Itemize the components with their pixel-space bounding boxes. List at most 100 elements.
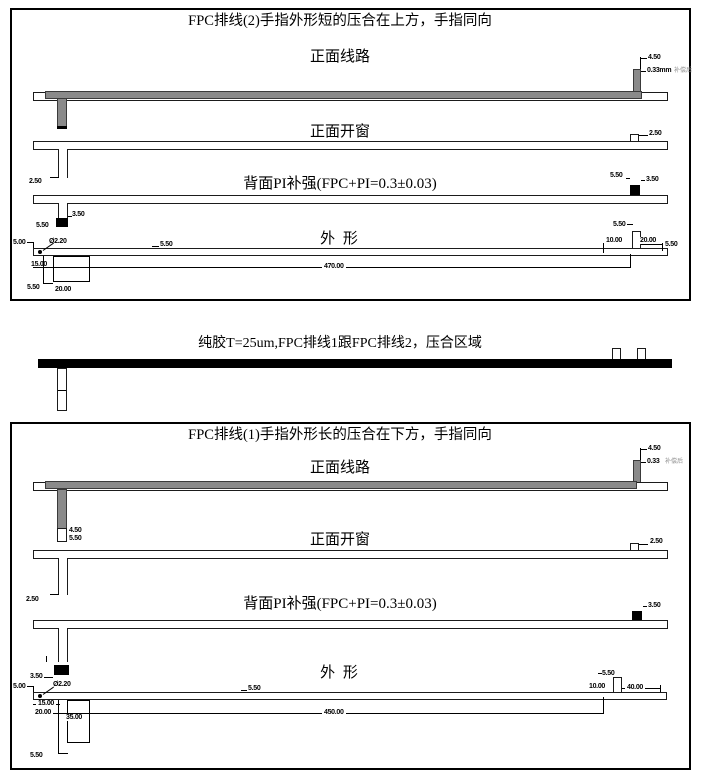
dim-tick bbox=[152, 246, 159, 247]
dim-finger-a: 4.50 bbox=[69, 527, 82, 534]
dim-outline-left-width: 5.00 bbox=[13, 683, 26, 690]
pi-bar bbox=[33, 195, 668, 204]
pi-pad-left bbox=[56, 218, 68, 227]
dim-tick bbox=[641, 58, 647, 59]
dim-line bbox=[641, 244, 662, 245]
dim-window-left: 2.50 bbox=[26, 596, 39, 603]
dim-tick bbox=[598, 673, 602, 674]
dim-circuit-top: 4.50 bbox=[648, 445, 661, 452]
dim-tick bbox=[662, 243, 663, 251]
label-lamination-zone: 纯胶T=25um,FPC排线1跟FPC排线2，压合区域 bbox=[198, 336, 482, 351]
dim-outline-tab-h: 5.50 bbox=[30, 752, 43, 759]
trace-left-finger-long bbox=[57, 489, 67, 529]
lamination-left-tab bbox=[57, 368, 67, 411]
outline-tab-box bbox=[67, 700, 90, 743]
outline-step-line bbox=[43, 256, 44, 284]
dim-outline-offset: 15.00 bbox=[31, 261, 48, 268]
top-panel-title: FPC排线(2)手指外形短的压合在上方，手指同向 bbox=[188, 13, 492, 29]
dim-line bbox=[33, 267, 60, 268]
circuit-trace-bar bbox=[45, 481, 637, 489]
outline-right-tab bbox=[613, 677, 622, 693]
hole-marker bbox=[38, 694, 42, 698]
label-pi-stiffener: 背面PI补强(FPC+PI=0.3±0.03) bbox=[243, 596, 437, 612]
dim-tick bbox=[33, 242, 34, 248]
dim-window-right: 2.50 bbox=[650, 538, 663, 545]
pi-bar bbox=[33, 620, 668, 629]
trace-right-finger bbox=[633, 69, 641, 93]
adhesive-bar bbox=[38, 359, 672, 368]
label-outline: 外 形 bbox=[320, 231, 360, 247]
dim-window-left: 2.50 bbox=[29, 178, 42, 185]
circuit-trace-bar bbox=[45, 91, 642, 99]
outline-tab-box bbox=[53, 256, 90, 282]
dim-outline-tab-h: 5.50 bbox=[27, 284, 40, 291]
bottom-panel-title: FPC排线(1)手指外形长的压合在下方，手指同向 bbox=[188, 427, 492, 443]
pi-left-slot bbox=[58, 203, 68, 218]
extension-line bbox=[630, 254, 631, 268]
dim-tick bbox=[627, 224, 633, 225]
dim-pi-right-pad: 3.50 bbox=[646, 176, 659, 183]
dim-outline-r-c: 5.50 bbox=[665, 241, 678, 248]
bottom-panel-border bbox=[10, 422, 691, 770]
trace-left-finger bbox=[57, 98, 67, 127]
dim-hole: Ø2.20 bbox=[49, 238, 67, 245]
dim-outline-r-offset: 5.50 bbox=[613, 221, 626, 228]
dim-tick bbox=[58, 753, 68, 754]
dim-tick bbox=[639, 544, 648, 545]
dim-tick bbox=[241, 690, 247, 691]
dim-outline-length: 450.00 bbox=[322, 709, 346, 716]
dim-circuit-top: 4.50 bbox=[648, 54, 661, 61]
window-left-slot bbox=[58, 149, 68, 178]
dim-tick bbox=[660, 685, 661, 692]
window-bar bbox=[33, 550, 668, 559]
label-front-circuit: 正面线路 bbox=[309, 460, 370, 476]
dim-finger-b: 5.50 bbox=[69, 535, 82, 542]
dim-outline-offset2: 20.00 bbox=[33, 709, 54, 716]
label-front-circuit: 正面线路 bbox=[309, 49, 370, 65]
pi-pad-right bbox=[630, 185, 640, 195]
trace-right-finger bbox=[633, 460, 641, 483]
dim-tick bbox=[27, 242, 33, 243]
dim-pi-right-pad: 3.50 bbox=[648, 602, 661, 609]
pi-pad-left bbox=[54, 665, 69, 675]
window-bar bbox=[33, 141, 668, 150]
dim-tick bbox=[626, 178, 630, 179]
label-outline: 外 形 bbox=[320, 665, 360, 681]
dim-tick bbox=[641, 71, 646, 72]
finger-tip-box bbox=[57, 528, 67, 542]
dim-outline-tab-w: 20.00 bbox=[55, 286, 72, 293]
dim-outline-offset: 15.00 bbox=[36, 700, 57, 707]
label-front-window: 正面开窗 bbox=[309, 124, 370, 140]
dim-circuit-comp: 0.33mm bbox=[647, 67, 672, 74]
dim-tick bbox=[43, 283, 53, 284]
extension-line bbox=[603, 243, 604, 253]
outline-bar bbox=[33, 248, 668, 256]
outline-step-line bbox=[58, 700, 59, 754]
dim-hole: Ø2.20 bbox=[53, 681, 71, 688]
label-pi-stiffener: 背面PI补强(FPC+PI=0.3±0.03) bbox=[243, 176, 437, 192]
dim-tick bbox=[50, 177, 59, 178]
dim-tick bbox=[27, 686, 33, 687]
pi-pad-right bbox=[632, 611, 642, 621]
outline-bar bbox=[33, 692, 667, 700]
dim-outline-left-width: 5.00 bbox=[13, 239, 26, 246]
dim-pi-left-pad: 3.50 bbox=[72, 211, 85, 218]
label-front-window: 正面开窗 bbox=[309, 532, 370, 548]
window-left-slot bbox=[58, 558, 68, 595]
dim-window-right: 2.50 bbox=[649, 130, 662, 137]
dim-outline-r-a: 10.00 bbox=[606, 237, 623, 244]
dim-circuit-comp: 0.33 bbox=[647, 458, 660, 465]
dim-comp-note: 补偿后 bbox=[674, 68, 693, 74]
dim-pi-left-pad: 3.50 bbox=[30, 673, 43, 680]
dim-tick bbox=[641, 462, 646, 463]
dim-tick bbox=[46, 656, 47, 662]
finger-tip-pad bbox=[57, 126, 67, 129]
dim-outline-r-b: 20.00 bbox=[638, 237, 659, 244]
dim-outline-length: 470.00 bbox=[322, 263, 346, 270]
dim-outline-tab-len: 35.00 bbox=[64, 714, 85, 721]
dim-tick bbox=[643, 606, 647, 607]
dim-tick bbox=[33, 686, 34, 692]
dim-outline-r-a: 10.00 bbox=[589, 683, 606, 690]
dim-outline-mid: 5.50 bbox=[160, 241, 173, 248]
dim-pi-left-offset: 5.50 bbox=[36, 222, 49, 229]
